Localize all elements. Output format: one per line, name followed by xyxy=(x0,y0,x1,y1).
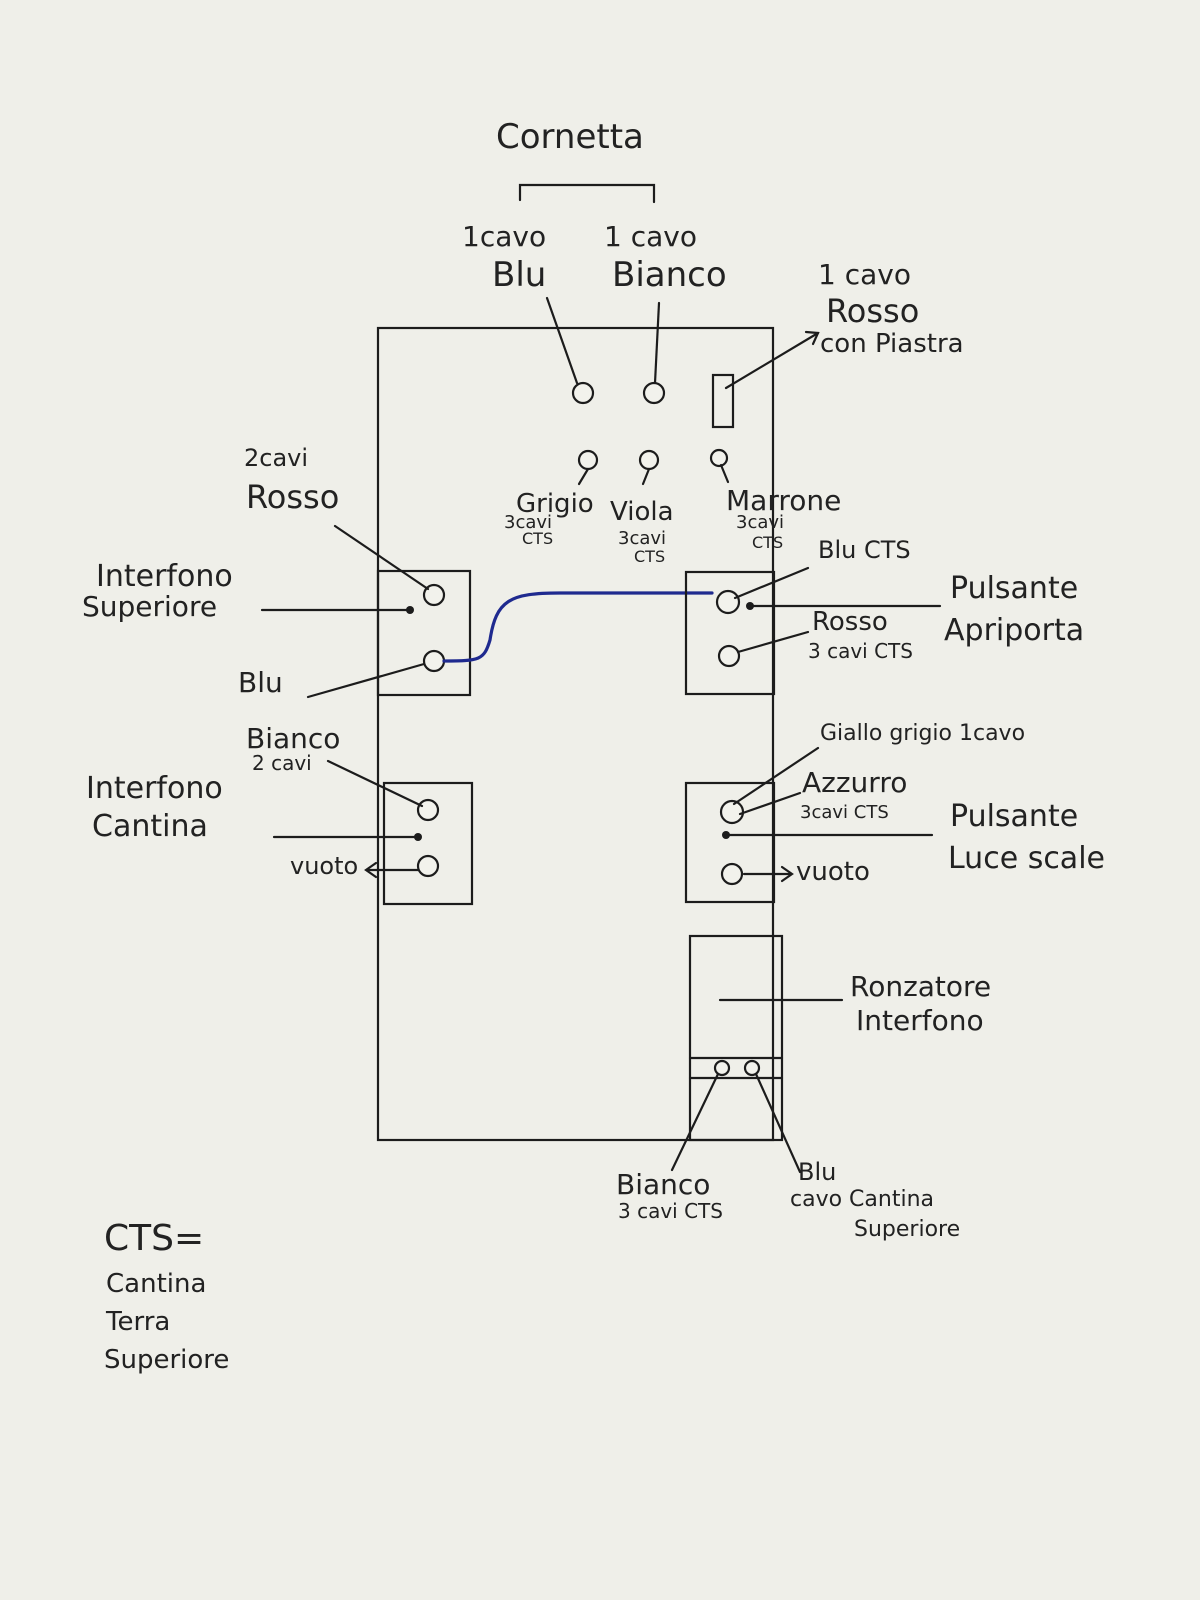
label-ronzatore-2: Interfono xyxy=(856,1004,984,1037)
label-azzurro: Azzurro xyxy=(802,766,907,799)
terminal-block-pulsante-apriporta xyxy=(684,570,776,696)
label-blu-left: Blu xyxy=(238,666,283,699)
label-cornetta: Cornetta xyxy=(496,117,644,157)
arrow-vuoto-right xyxy=(780,865,794,883)
label-cable-blu-color: Blu xyxy=(492,255,546,295)
terminal-buzzer-1 xyxy=(713,1059,731,1077)
label-left-top-count: 2cavi xyxy=(244,444,308,472)
wire-giallo-grigio xyxy=(732,746,820,806)
label-azzurro-count: 3cavi CTS xyxy=(800,802,889,823)
terminal-block-interfono-superiore xyxy=(376,569,472,697)
label-viola-cts: CTS xyxy=(634,547,665,566)
arrow-vuoto-left xyxy=(364,861,378,879)
label-cable-bianco-count: 1 cavo xyxy=(604,220,697,253)
label-left-top-color: Rosso xyxy=(246,478,339,516)
label-rosso-right: Rosso xyxy=(812,607,888,637)
wire-azzurro xyxy=(738,791,802,816)
label-interfono-cantina-1: Interfono xyxy=(86,771,223,806)
label-interfono-superiore-1: Interfono xyxy=(96,559,233,594)
junction-dot xyxy=(746,602,754,610)
label-interfono-cantina-2: Cantina xyxy=(92,809,208,844)
label-superiore-bottom: Superiore xyxy=(854,1217,960,1242)
terminal-block-interfono-cantina xyxy=(382,781,474,906)
terminal-right-top-2 xyxy=(717,644,741,668)
label-vuoto-right: vuoto xyxy=(796,857,870,887)
terminal-block-pulsante-luce-scale xyxy=(684,781,776,904)
terminal-marrone xyxy=(709,448,729,468)
terminal-viola xyxy=(638,449,660,471)
label-rosso-count: 1 cavo xyxy=(818,258,911,291)
terminal-right-top-1 xyxy=(715,589,741,615)
legend-title: CTS= xyxy=(104,1218,204,1259)
wire-blu-left xyxy=(306,662,426,699)
label-bianco-left: Bianco xyxy=(246,722,340,755)
terminal-grigio xyxy=(577,449,599,471)
board-outline xyxy=(376,326,775,1142)
junction-dot xyxy=(406,606,414,614)
wire-rosso-right xyxy=(736,630,810,654)
terminal-left-top-1 xyxy=(422,583,446,607)
label-marrone-count: 3cavi xyxy=(736,512,784,533)
wire-bianco-left xyxy=(326,759,424,808)
label-interfono-superiore-2: Superiore xyxy=(82,590,217,623)
arrow-rosso-piastra xyxy=(804,330,820,346)
label-viola-count: 3cavi xyxy=(618,528,666,549)
label-grigio-count: 3cavi xyxy=(504,512,552,533)
label-pulsante-apriporta-1: Pulsante xyxy=(950,571,1078,606)
label-marrone: Marrone xyxy=(726,484,841,517)
junction-dot xyxy=(414,833,422,841)
junction-dot xyxy=(722,831,730,839)
wire-rosso-piastra xyxy=(724,331,820,390)
label-blu-bottom: Blu xyxy=(798,1158,836,1186)
label-cable-blu-count: 1cavo xyxy=(462,220,546,253)
label-grigio-cts: CTS xyxy=(522,529,553,548)
wire-viola xyxy=(641,467,651,486)
blue-wire xyxy=(442,591,714,663)
wire-cornetta-blu xyxy=(545,296,579,385)
legend-line-2: Terra xyxy=(105,1307,170,1337)
wire-bianco-bottom xyxy=(670,1072,720,1172)
label-bianco-left-count: 2 cavi xyxy=(252,751,312,775)
label-vuoto-left: vuoto xyxy=(290,852,358,880)
label-viola: Viola xyxy=(610,497,674,527)
terminal-left-top-2 xyxy=(422,649,446,673)
terminal-right-bottom-2 xyxy=(720,862,744,886)
label-pulsante-luce-scale-1: Pulsante xyxy=(950,799,1078,834)
label-apriporta: Apriporta xyxy=(944,613,1084,648)
terminal-cornetta-bianco xyxy=(642,381,666,405)
terminal-cornetta-blu xyxy=(571,381,595,405)
label-grigio: Grigio xyxy=(516,489,594,519)
label-blu-cts: Blu CTS xyxy=(818,536,911,564)
wire-blu-cts xyxy=(733,566,810,600)
legend-line-1: Cantina xyxy=(106,1269,206,1299)
wire-cornetta-bianco xyxy=(653,301,661,385)
label-ronzatore-1: Ronzatore xyxy=(850,970,991,1003)
terminal-left-bottom-2 xyxy=(416,854,440,878)
wire-grigio xyxy=(577,467,590,486)
label-marrone-cts: CTS xyxy=(752,533,783,552)
label-rosso-color: Rosso xyxy=(826,292,919,330)
wire-marrone xyxy=(719,463,730,484)
wire-blu-bottom xyxy=(754,1072,802,1174)
terminal-right-bottom-1 xyxy=(719,799,745,825)
label-bianco-bottom: Bianco xyxy=(616,1168,710,1201)
label-bianco-bottom-count: 3 cavi CTS xyxy=(618,1199,723,1223)
terminal-left-bottom-1 xyxy=(416,798,440,822)
wire-rosso-left xyxy=(333,524,430,591)
label-rosso-right-count: 3 cavi CTS xyxy=(808,639,913,663)
label-luce-scale: Luce scale xyxy=(948,841,1105,876)
label-cable-bianco-color: Bianco xyxy=(612,255,727,295)
label-cavo-cantina: cavo Cantina xyxy=(790,1187,934,1212)
buzzer-block xyxy=(688,934,784,1142)
cornetta-bracket xyxy=(518,183,656,204)
legend-line-3: Superiore xyxy=(104,1345,229,1375)
terminal-rosso-piastra xyxy=(711,373,735,429)
label-rosso-note: con Piastra xyxy=(820,329,964,359)
terminal-buzzer-2 xyxy=(743,1059,761,1077)
label-giallo-grigio: Giallo grigio 1cavo xyxy=(820,721,1025,746)
